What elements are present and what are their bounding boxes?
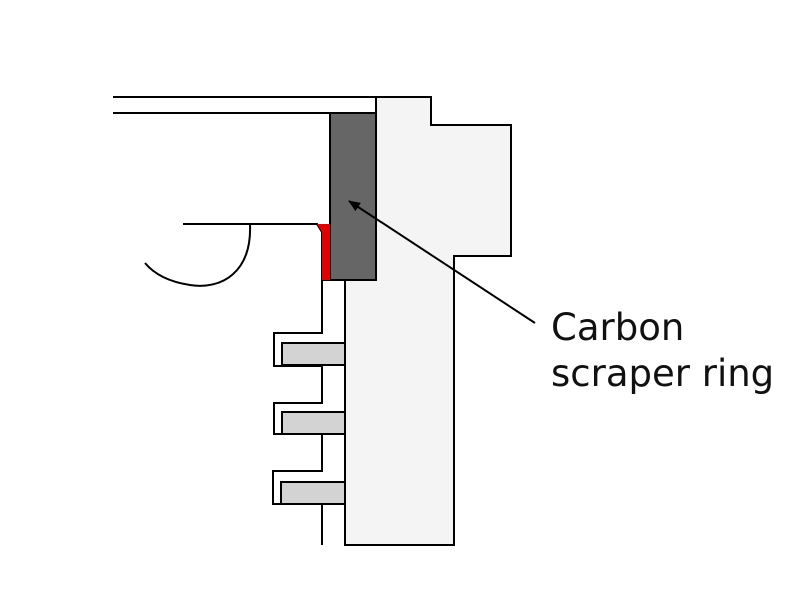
piston-ring-3 — [280, 481, 346, 505]
piston-crown-outline — [183, 223, 330, 281]
piston-ring-2 — [281, 411, 346, 435]
carbon-scraper-ring — [329, 112, 377, 281]
piston-ring-1 — [281, 342, 346, 366]
callout-label: Carbon scraper ring — [551, 305, 774, 397]
red-edge-part — [317, 224, 330, 280]
callout-label-line1: Carbon — [551, 306, 685, 349]
callout-label-line2: scraper ring — [551, 352, 775, 395]
piston-bowl-curve — [144, 223, 252, 287]
callout-arrow — [348, 200, 536, 324]
piston-wall-outline — [272, 280, 323, 545]
